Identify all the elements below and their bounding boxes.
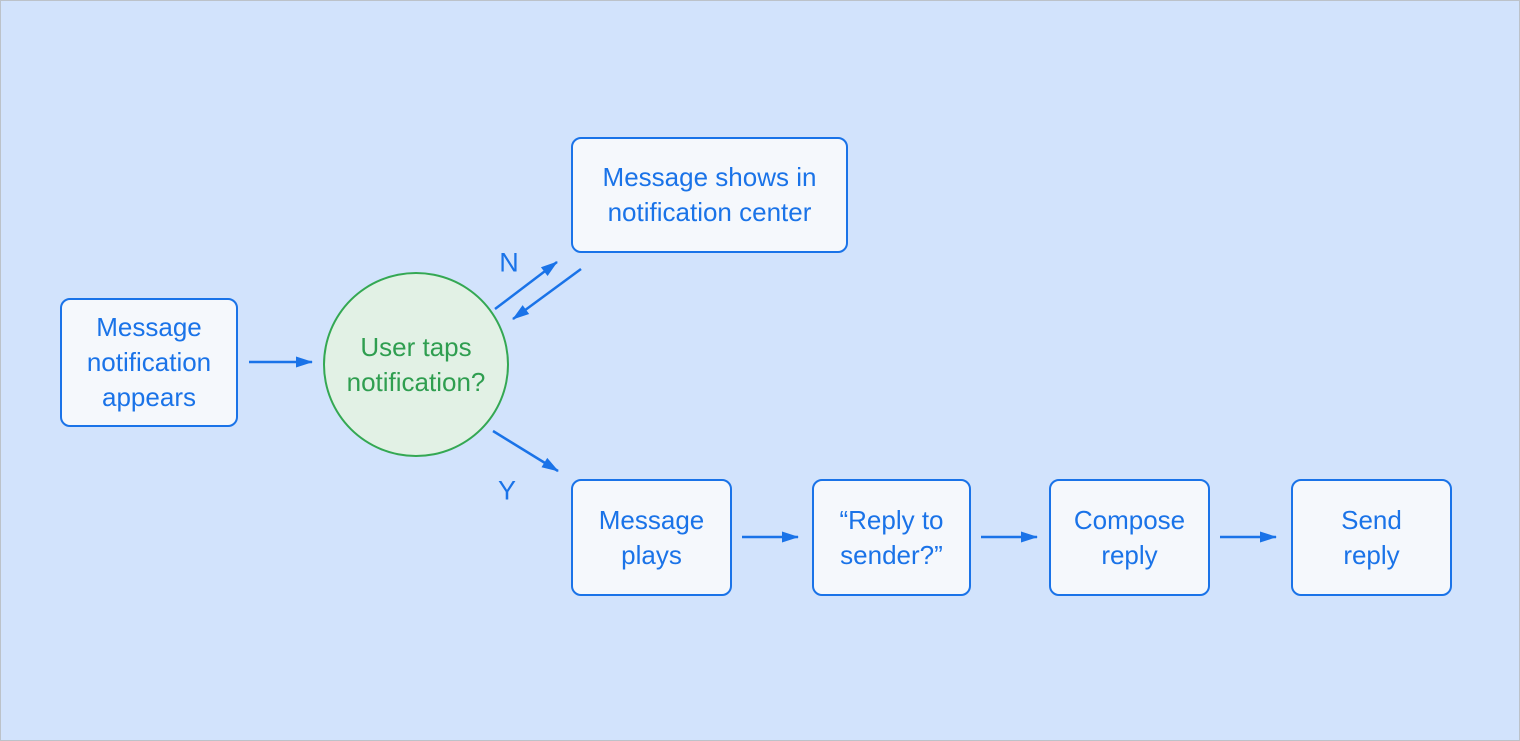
- decision-label: User taps notification?: [346, 331, 486, 397]
- node-compose-reply: Compose reply: [1049, 479, 1210, 596]
- node-label: Message plays: [598, 504, 705, 570]
- node-label: Send reply: [1341, 504, 1402, 570]
- node-label: Message notification appears: [86, 312, 212, 412]
- node-message-notification-appears: Message notification appears: [60, 298, 238, 427]
- arrow-center-to-decision: [512, 267, 582, 321]
- branch-label-no: N: [499, 247, 519, 278]
- branch-label-yes: Y: [497, 475, 517, 506]
- node-message-plays: Message plays: [571, 479, 732, 596]
- arrow-decision-to-plays: [492, 429, 559, 473]
- node-message-shows-in-notification-center: Message shows in notification center: [571, 137, 848, 253]
- decision-user-taps-notification: User taps notification?: [323, 272, 509, 457]
- node-reply-to-sender: “Reply to sender?”: [812, 479, 971, 596]
- node-label: Compose reply: [1073, 504, 1186, 570]
- node-label: “Reply to sender?”: [839, 504, 944, 570]
- node-send-reply: Send reply: [1291, 479, 1452, 596]
- node-label: Message shows in notification center: [602, 162, 817, 227]
